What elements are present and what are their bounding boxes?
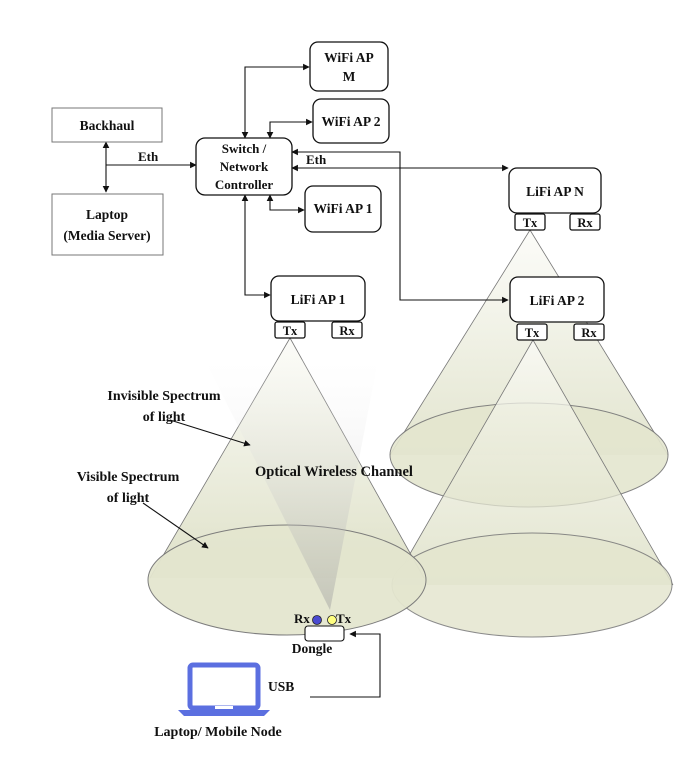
wifi-ap-2-node: WiFi AP 2 bbox=[312, 98, 390, 144]
switch-label-3: Controller bbox=[215, 177, 273, 192]
dongle-label: Dongle bbox=[292, 641, 333, 656]
dongle-tx-led-icon bbox=[327, 615, 337, 625]
lifi-ap-2-label: LiFi AP 2 bbox=[530, 293, 585, 308]
visible-spectrum-label-1: Visible Spectrum bbox=[77, 470, 180, 485]
lifi-ap-n-tx: Tx bbox=[523, 216, 538, 230]
switch-label-2: Network bbox=[220, 159, 269, 174]
lifi-ap-n-node: LiFi AP N Tx Rx bbox=[508, 167, 602, 231]
lifi-ap-2-node: LiFi AP 2 Tx Rx bbox=[509, 276, 605, 341]
lifi-ap-1-tx: Tx bbox=[283, 324, 298, 338]
lifi-ap-1-rx: Rx bbox=[339, 324, 355, 338]
lifi-ap-n-rx: Rx bbox=[577, 216, 593, 230]
dongle-rx-label: Rx bbox=[294, 611, 310, 626]
media-server-label-2: (Media Server) bbox=[63, 228, 150, 243]
eth-link-label-left: Eth bbox=[138, 149, 159, 164]
invisible-spectrum-label-1: Invisible Spectrum bbox=[107, 389, 221, 404]
usb-link-label: USB bbox=[268, 679, 294, 694]
lifi-ap-2-rx: Rx bbox=[581, 326, 597, 340]
dongle-tx-label: Tx bbox=[336, 611, 352, 626]
switch-label-1: Switch / bbox=[222, 141, 267, 156]
media-server-node: Laptop (Media Server) bbox=[51, 193, 164, 256]
eth-link-label-right: Eth bbox=[306, 152, 327, 167]
optical-channel-label: Optical Wireless Channel bbox=[255, 464, 413, 480]
backhaul-label: Backhaul bbox=[80, 118, 135, 133]
laptop-icon bbox=[178, 662, 270, 716]
mobile-node-label: Laptop/ Mobile Node bbox=[154, 725, 282, 740]
media-server-label-1: Laptop bbox=[86, 207, 128, 222]
invisible-spectrum-pointer bbox=[169, 419, 251, 447]
visible-spectrum-pointer bbox=[142, 502, 209, 549]
wifi-ap-1-label: WiFi AP 1 bbox=[313, 201, 372, 216]
wifi-ap-m-node: WiFi AP M bbox=[309, 41, 389, 92]
invisible-spectrum-label-2: of light bbox=[143, 410, 186, 425]
dongle-rx-led-icon bbox=[312, 615, 322, 625]
wifi-ap-2-label: WiFi AP 2 bbox=[321, 114, 380, 129]
invisible-spectrum-beam bbox=[205, 360, 378, 610]
wiring bbox=[102, 63, 509, 698]
backhaul-node: Backhaul bbox=[51, 107, 163, 143]
lifi-ap-2-tx: Tx bbox=[525, 326, 540, 340]
lifi-ap-1-node: LiFi AP 1 Tx Rx bbox=[270, 275, 366, 339]
wifi-ap-m-label-2: M bbox=[343, 69, 356, 84]
dongle: Rx Tx Dongle bbox=[292, 611, 352, 656]
switch-controller-node: Switch / Network Controller bbox=[195, 137, 293, 196]
lifi-ap-1-label: LiFi AP 1 bbox=[291, 292, 346, 307]
wifi-ap-m-label-1: WiFi AP bbox=[324, 50, 374, 65]
wifi-ap-1-node: WiFi AP 1 bbox=[304, 185, 382, 233]
lifi-ap-n-label: LiFi AP N bbox=[526, 184, 584, 199]
lifi-2-light-cone bbox=[391, 339, 674, 638]
visible-spectrum-label-2: of light bbox=[107, 491, 150, 506]
